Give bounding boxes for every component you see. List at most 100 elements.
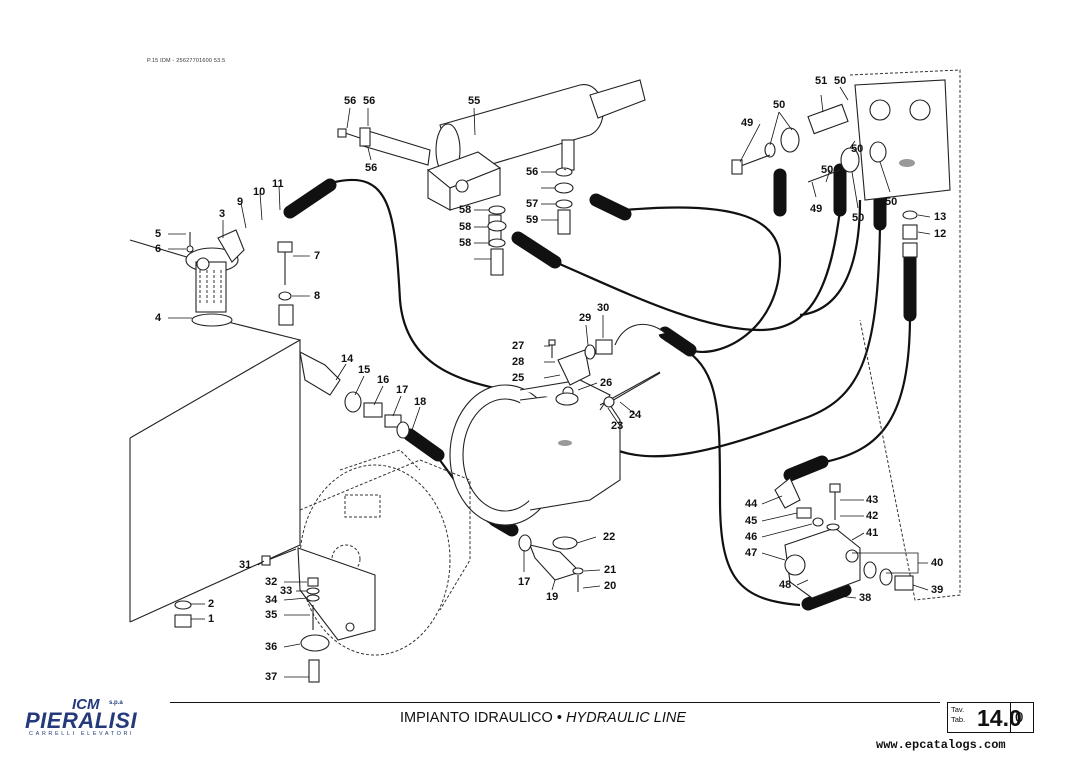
callout-48: 48 [779, 579, 792, 591]
logo-icm: ICM [72, 696, 100, 713]
callout-23: 23 [611, 420, 624, 432]
callout-20: 20 [604, 580, 617, 592]
callout-55: 56 [365, 162, 378, 174]
steering-cylinder [362, 79, 646, 246]
pin-fittings [337, 127, 371, 147]
callout-39: 39 [931, 584, 944, 596]
priority-valve [774, 477, 914, 599]
callout-49a: 49 [741, 117, 754, 129]
pressure-flange [518, 534, 584, 592]
callout-50b: 50 [834, 75, 847, 87]
title-italian: IMPIANTO IDRAULICO [400, 710, 553, 726]
callout-45: 45 [745, 515, 758, 527]
title-separator: • [552, 710, 566, 726]
company-logo: ICM s.p.a PIERALISI CARRELLI ELEVATORI [22, 696, 170, 740]
callout-32: 32 [265, 576, 278, 588]
callout-41: 41 [866, 527, 879, 539]
callout-49b: 49 [810, 203, 823, 215]
title-block: ICM s.p.a PIERALISI CARRELLI ELEVATORI I… [0, 696, 1088, 760]
callout-33: 33 [280, 585, 293, 597]
motor-mount [174, 548, 330, 683]
suction-fittings [299, 350, 410, 439]
title-english: HYDRAULIC LINE [565, 710, 687, 726]
callout-42: 42 [866, 510, 879, 522]
callout-56d: 58 [459, 237, 472, 249]
hydraulic-pump [449, 371, 661, 550]
callout-24: 24 [629, 409, 642, 421]
callout-54: 56 [344, 95, 357, 107]
callout-31: 31 [239, 559, 252, 571]
callout-35: 35 [265, 609, 278, 621]
callout-16: 16 [377, 374, 390, 386]
callout-12: 12 [934, 228, 947, 240]
logo-name: PIERALISI [25, 708, 138, 733]
callout-10: 10 [253, 186, 266, 198]
callout-28: 28 [512, 356, 525, 368]
logo-tagline: CARRELLI ELEVATORI [29, 731, 135, 737]
callout-36: 36 [265, 641, 278, 653]
tab-label: Tab. [951, 715, 966, 724]
callout-22: 22 [603, 531, 616, 543]
callout-layer: 56 56 55 56 3 9 10 11 5 6 7 8 4 14 15 16… [155, 75, 947, 683]
callout-11: 11 [272, 178, 284, 190]
callout-8: 8 [314, 290, 321, 302]
delivery-fittings [548, 323, 666, 406]
callout-27: 27 [512, 340, 525, 352]
tav-label: Tav. [951, 705, 965, 714]
callout-34: 34 [265, 594, 278, 606]
pipe-network [334, 178, 912, 607]
website-watermark: www.epcatalogs.com [876, 738, 1006, 752]
document-code: P.15 IDM - 25627701600 53.5 [147, 58, 226, 64]
callout-6: 6 [155, 243, 162, 255]
callout-26: 26 [600, 377, 613, 389]
table-number: 14.0 [977, 705, 1022, 731]
callout-51: 51 [815, 75, 828, 87]
callout-52: 55 [468, 95, 481, 107]
callout-19: 19 [546, 591, 559, 603]
callout-43: 43 [866, 494, 879, 506]
callout-57: 58 [459, 221, 472, 233]
callout-2: 2 [208, 598, 215, 610]
footer-rule [170, 702, 940, 703]
callout-17b: 17 [518, 576, 531, 588]
callout-56c: 58 [459, 204, 472, 216]
hydraulic-tank [129, 239, 301, 623]
pump-bolt [603, 372, 661, 408]
callout-9: 9 [237, 196, 244, 208]
control-valve [731, 69, 961, 601]
callout-5: 5 [155, 228, 162, 240]
table-box-divider [1010, 703, 1011, 732]
callout-47: 47 [745, 547, 758, 559]
callout-50d: 50 [821, 164, 834, 176]
callout-18: 18 [414, 396, 427, 408]
callout-50f: 50 [885, 196, 898, 208]
callout-50c: 50 [851, 143, 864, 155]
callout-53: 56 [363, 95, 376, 107]
hydraulic-exploded-diagram [129, 69, 961, 683]
electric-motor [297, 449, 471, 656]
callout-29: 29 [579, 312, 592, 324]
hoses [283, 163, 917, 611]
callout-1: 1 [208, 613, 215, 625]
callout-30: 30 [597, 302, 610, 314]
washers-56-59 [487, 167, 574, 276]
callout-50a: 50 [773, 99, 786, 111]
callout-15: 15 [358, 364, 371, 376]
callout-21: 21 [604, 564, 617, 576]
leader-lines [168, 86, 931, 678]
logo-icm-suffix: s.p.a [109, 700, 123, 706]
callout-17: 17 [396, 384, 409, 396]
callout-56b: 57 [526, 198, 539, 210]
breather-plug [277, 241, 294, 326]
callout-56a: 56 [526, 166, 539, 178]
callout-25: 25 [512, 372, 525, 384]
revision-number: 0 [1015, 709, 1024, 726]
table-number-box: Tav. Tab. 14.0 0 [947, 702, 1034, 733]
callout-4: 4 [155, 312, 162, 324]
page-title: IMPIANTO IDRAULICO • HYDRAULIC LINE [400, 710, 686, 726]
callout-14: 14 [341, 353, 354, 365]
callout-46: 46 [745, 531, 758, 543]
callout-13: 13 [934, 211, 947, 223]
callout-50e: 50 [852, 212, 865, 224]
callout-3: 3 [219, 208, 226, 220]
